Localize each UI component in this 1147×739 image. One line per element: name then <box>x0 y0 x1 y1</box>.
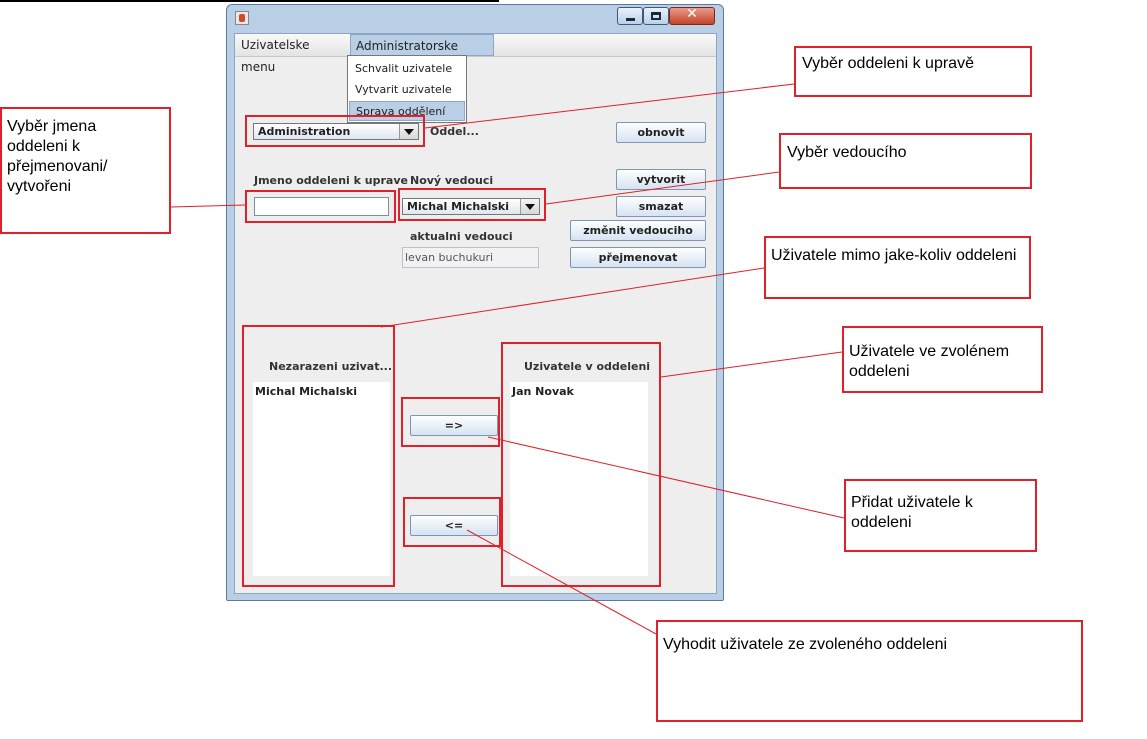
maximize-icon <box>651 12 661 20</box>
callout-text: Přidat uživatele k oddeleni <box>851 494 973 531</box>
current-manager-label: aktualni vedouci <box>410 230 513 243</box>
current-manager-field: levan buchukuri <box>402 247 539 268</box>
callout-select-department: Vyběr oddeleni k upravě <box>794 46 1032 97</box>
callout-text: Vyběr jmena oddeleni k přejmenovani/ vyt… <box>7 118 108 195</box>
department-name-input[interactable] <box>254 197 389 216</box>
department-users-title: Uzivatele v oddeleni <box>524 360 651 373</box>
callout-text: Uživatele mimo jake-koliv oddeleni <box>771 247 1017 264</box>
admin-menu-popup: Schvalit uzivatele Vytvarit uzivatele Sp… <box>347 55 467 123</box>
delete-button[interactable]: smazat <box>616 196 706 217</box>
minimize-button[interactable] <box>617 7 643 25</box>
list-item[interactable]: Jan Novak <box>512 385 574 398</box>
maximize-button[interactable] <box>643 7 669 25</box>
callout-add-user: Přidat uživatele k oddeleni <box>844 479 1037 552</box>
close-button[interactable]: ✕ <box>669 6 715 25</box>
minimize-icon <box>626 18 635 21</box>
list-item[interactable]: Michal Michalski <box>255 385 357 398</box>
new-manager-combo[interactable]: Michal Michalski <box>402 198 540 215</box>
callout-text: Vyhodit uživatele ze zvoleného oddeleni <box>663 636 948 653</box>
title-bar[interactable]: ✕ <box>227 5 723 33</box>
refresh-button[interactable]: obnovit <box>616 122 706 143</box>
callout-text: Vyběr oddeleni k upravě <box>802 55 974 72</box>
callout-text: Vyběr vedoucího <box>787 144 907 161</box>
new-manager-label: Nový vedouci <box>410 174 494 187</box>
callout-remove-user: Vyhodit uživatele ze zvoleného oddeleni <box>656 620 1083 722</box>
callout-select-manager: Vyběr vedoucího <box>779 133 1032 189</box>
menu-item-create-users[interactable]: Vytvarit uzivatele <box>355 83 452 96</box>
new-manager-combo-value: Michal Michalski <box>407 200 509 213</box>
menu-item-approve-users[interactable]: Schvalit uzivatele <box>355 62 453 75</box>
callout-text: Uživatele ve zvolénem oddeleni <box>849 343 1010 380</box>
unassigned-users-list[interactable]: Michal Michalski <box>253 382 390 576</box>
department-combo-value: Administration <box>258 125 351 138</box>
change-manager-button[interactable]: změnit vedouciho <box>570 220 706 241</box>
top-rule <box>0 0 499 2</box>
chevron-down-icon[interactable] <box>399 124 418 139</box>
chevron-down-icon[interactable] <box>520 199 539 214</box>
menu-user[interactable]: Uzivatelske menu <box>241 38 310 74</box>
department-label: Oddel... <box>430 125 479 138</box>
java-app-icon <box>235 11 249 25</box>
create-button[interactable]: vytvorit <box>616 169 706 190</box>
highlight-department-combo <box>245 115 425 147</box>
unassigned-users-title: Nezarazeni uzivat... <box>269 360 393 373</box>
highlight-department-list <box>501 342 661 587</box>
close-icon: ✕ <box>686 6 698 22</box>
highlight-manager-combo <box>398 188 546 221</box>
department-combo[interactable]: Administration <box>253 123 419 140</box>
callout-users-outside: Uživatele mimo jake-koliv oddeleni <box>764 236 1031 299</box>
move-right-button[interactable]: => <box>410 415 498 436</box>
menu-admin[interactable]: Administratorske menu <box>350 34 494 75</box>
callout-users-in-selected: Uživatele ve zvolénem oddeleni <box>842 326 1043 393</box>
department-name-label: Jmeno oddeleni k uprave <box>254 174 408 187</box>
rename-button[interactable]: přejmenovat <box>570 247 706 268</box>
highlight-name-input <box>245 190 396 223</box>
highlight-move-right <box>401 397 500 447</box>
highlight-unassigned-list <box>242 325 395 587</box>
callout-select-name: Vyběr jmena oddeleni k přejmenovani/ vyt… <box>0 107 171 234</box>
highlight-move-left <box>403 497 501 547</box>
menu-bar: Uzivatelske menu Administratorske menu <box>235 34 716 75</box>
